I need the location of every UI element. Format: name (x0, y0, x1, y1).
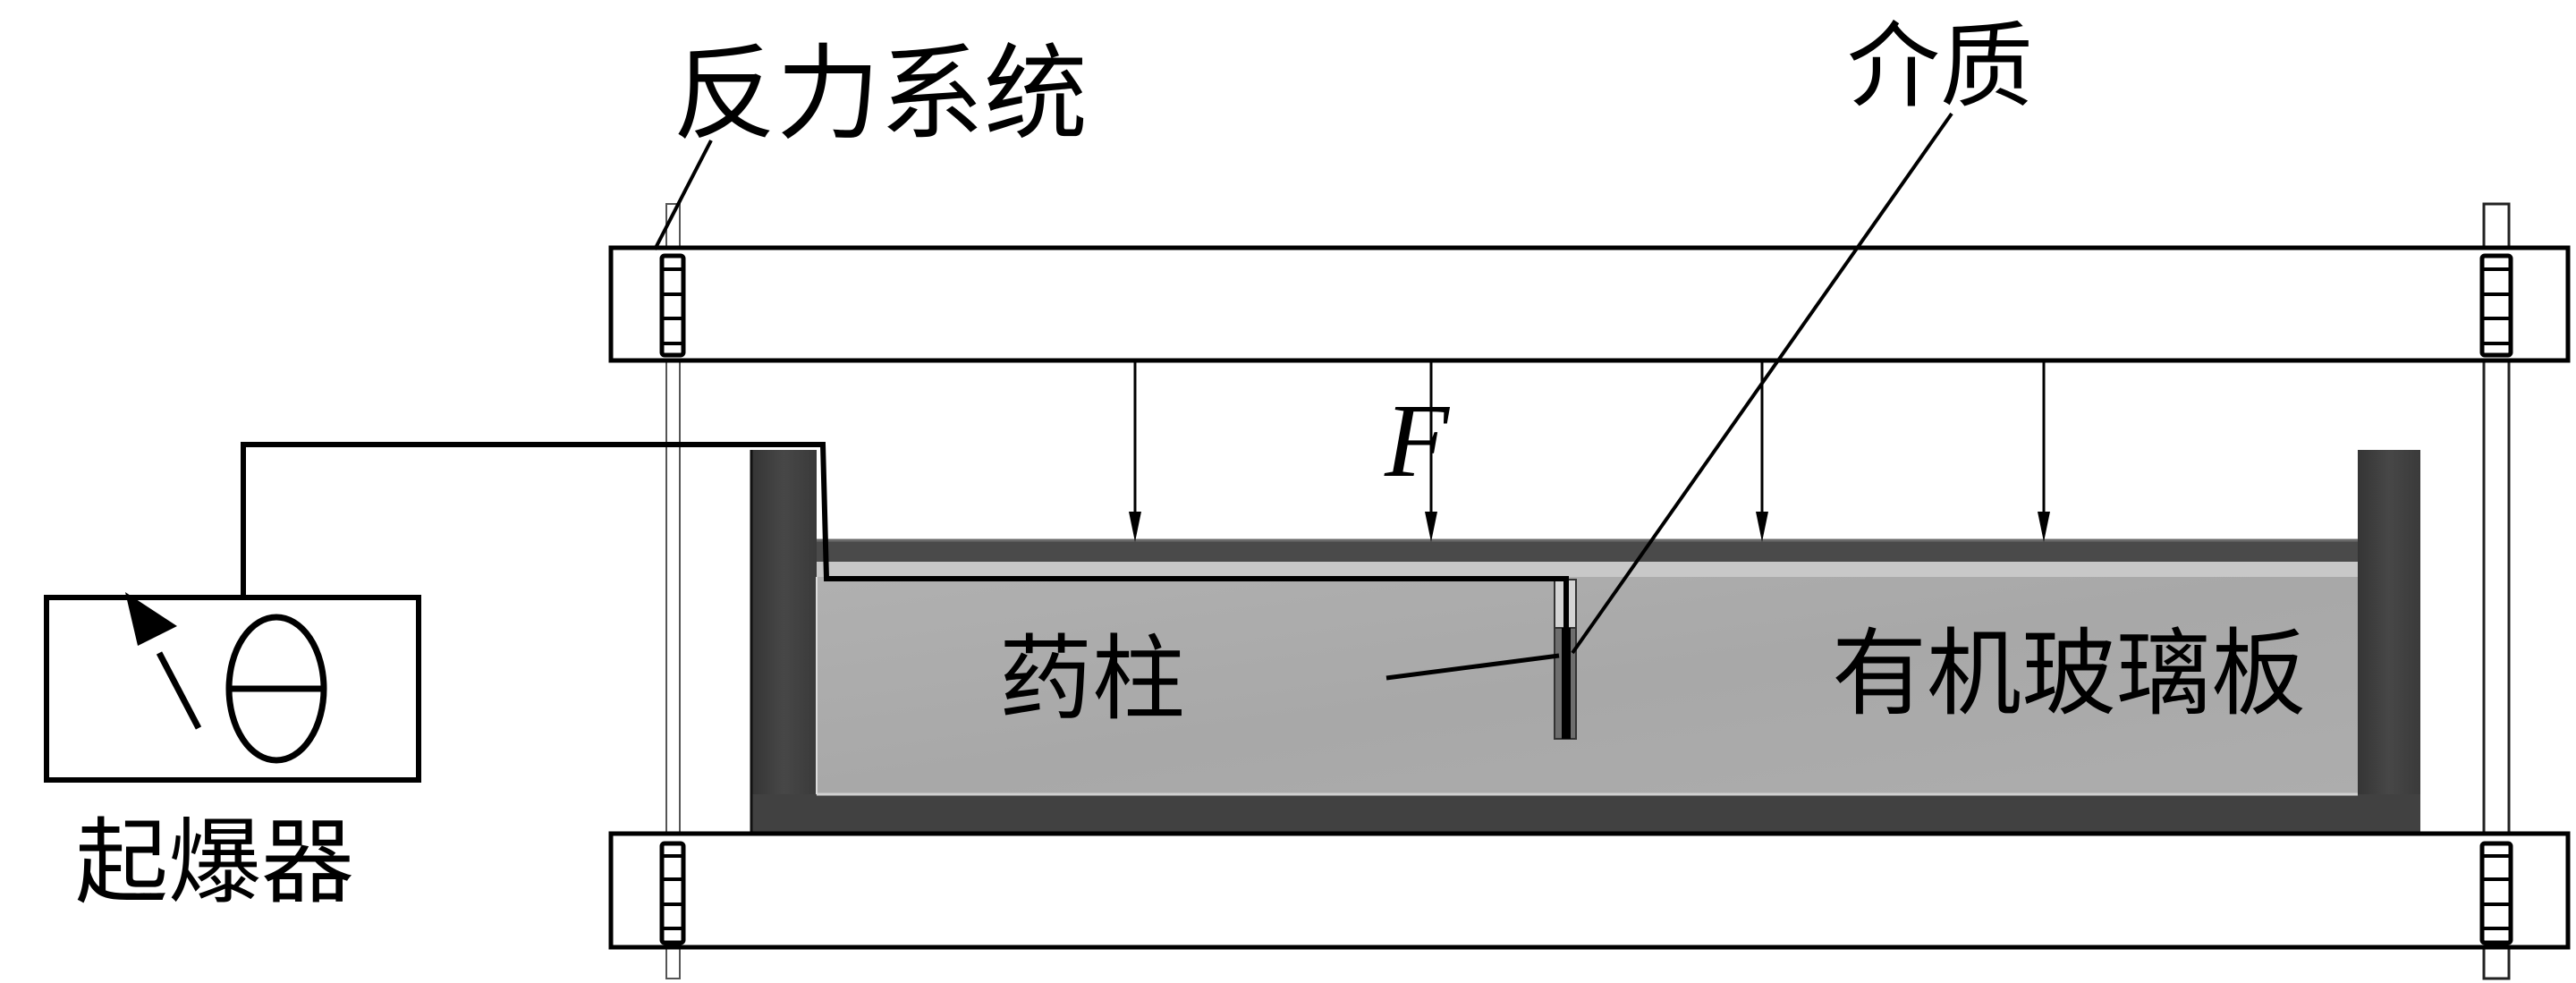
detonator-box (44, 592, 421, 783)
force-arrow (1756, 360, 1768, 542)
pmma-plate (817, 577, 2358, 794)
detonator-wire (241, 442, 1569, 628)
force-arrows (1129, 360, 2050, 542)
arrow-icon (125, 592, 202, 730)
charge-leader (1385, 653, 1560, 681)
label-medium: 介质 (1847, 12, 2033, 121)
force-arrow (1129, 360, 1141, 542)
top-reaction-beam (608, 245, 2571, 363)
label-detonator: 起爆器 (75, 808, 354, 917)
cover-light-layer (817, 562, 2358, 577)
nut-bottom-right (2479, 841, 2513, 945)
container-left-wall (751, 450, 817, 835)
nut-bottom-left (659, 841, 686, 945)
left-tie-rod (665, 203, 681, 979)
nut-top-left (659, 253, 686, 358)
container-bottom (751, 794, 2420, 835)
label-force: F (1384, 382, 1451, 499)
container (750, 450, 2420, 835)
label-charge: 药柱 (999, 624, 1185, 733)
nut-top-right (2479, 253, 2513, 358)
force-arrow (1425, 360, 1437, 542)
cover-plate (817, 539, 2358, 562)
medium-leader (1571, 112, 1953, 655)
force-arrow (2038, 360, 2050, 542)
container-right-wall (2358, 450, 2420, 835)
label-reaction-system: 反力系统 (673, 34, 1088, 155)
label-pmma-plate: 有机玻璃板 (1832, 619, 2306, 729)
reaction-system-leader (653, 140, 713, 250)
bottom-reaction-beam (608, 831, 2571, 950)
minus-circle-icon (225, 614, 327, 764)
